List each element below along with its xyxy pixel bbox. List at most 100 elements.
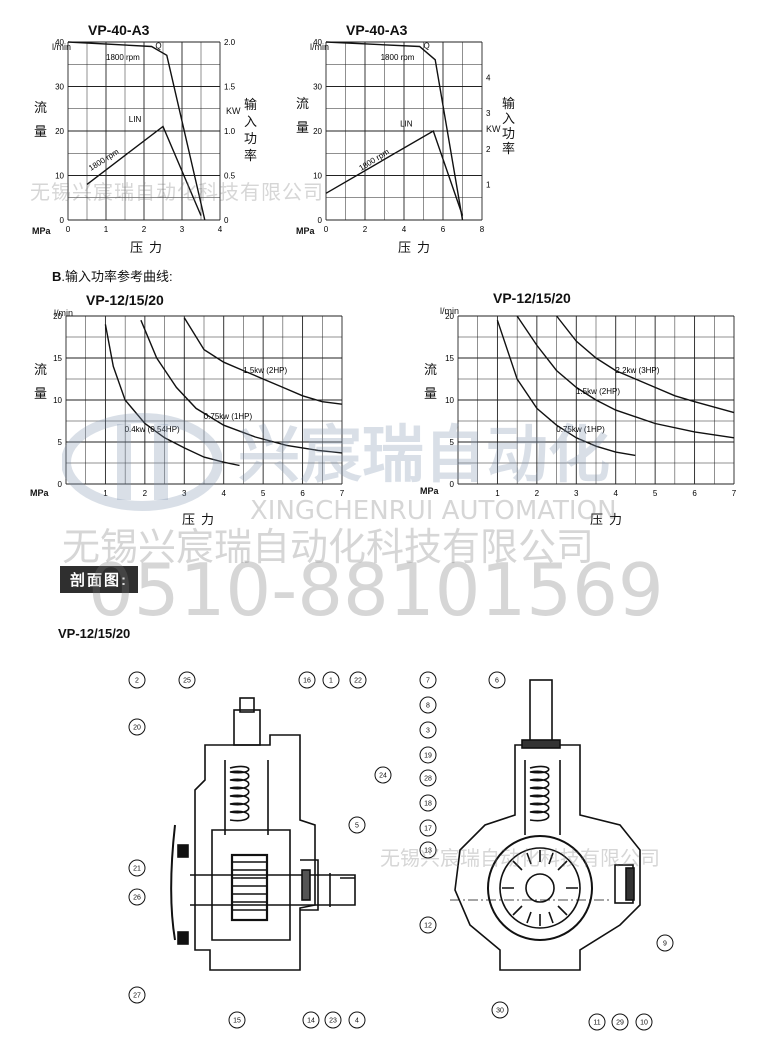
chart2-title: VP-40-A3: [346, 22, 408, 38]
x-tick-label: 2: [535, 489, 540, 498]
callout-circle: [419, 916, 437, 934]
x-tick-label: 1: [104, 225, 109, 234]
callout-circle: [419, 721, 437, 739]
chart-annotation: Q: [155, 42, 161, 51]
chart4-ylabel: 流量: [424, 362, 438, 401]
y-tick-label: 15: [53, 354, 62, 363]
callout-circle: [128, 888, 146, 906]
chart-annotation: 1800 rpm: [357, 147, 391, 173]
callout-circle: [419, 769, 437, 787]
chart1-xlabel: 压力: [130, 240, 169, 255]
callout-circle: [419, 819, 437, 837]
callout-circle: [491, 1001, 509, 1019]
callout-label: 18: [424, 801, 432, 808]
callout-label: 8: [426, 703, 430, 710]
section-b-text: .输入功率参考曲线:: [61, 269, 173, 284]
section-view-model: VP-12/15/20: [58, 626, 131, 641]
y-tick-label: 0: [58, 480, 63, 489]
callout-label: 20: [133, 725, 141, 732]
watermark-phone: 0510-88101569: [88, 548, 664, 632]
x-tick-label: 4: [402, 225, 407, 234]
callout-circle: [374, 766, 392, 784]
callout-circle: [348, 1011, 366, 1029]
x-tick-label: 3: [180, 225, 185, 234]
x-tick-label: 0: [324, 225, 329, 234]
callout-circle: [588, 1013, 606, 1031]
x-tick-label: 5: [653, 489, 658, 498]
chart4-title: VP-12/15/20: [493, 290, 571, 306]
y-tick-label: 20: [55, 127, 64, 136]
y2-tick-label: 1.0: [224, 127, 236, 136]
y-tick-label: 0: [60, 216, 65, 225]
y2-tick-label: 2: [486, 145, 491, 154]
callout-label: 26: [133, 895, 141, 902]
chart2-ylabel: 流量: [296, 96, 310, 135]
callout-label: 14: [307, 1018, 315, 1025]
chart2-yunit: l/min: [310, 42, 330, 52]
y2-tick-label: 2.0: [224, 38, 236, 47]
x-tick-label: 2: [363, 225, 368, 234]
series-label: 1.5kw (2HP): [576, 387, 620, 396]
series-line: [86, 125, 202, 216]
callout-label: 28: [424, 776, 432, 783]
y-tick-label: 30: [55, 83, 64, 92]
x-tick-label: 4: [221, 489, 226, 498]
y-tick-label: 40: [313, 38, 322, 47]
chart-annotation: LIN: [400, 120, 413, 129]
series-line: [516, 315, 735, 439]
x-tick-label: 6: [300, 489, 305, 498]
series-label: 0.75kw (1HP): [204, 412, 253, 421]
chart4-xunit: MPa: [420, 486, 439, 496]
chart-annotation: 1800 rpm: [106, 53, 140, 62]
watermark-company-en: XINGCHENRUI AUTOMATION: [250, 496, 617, 526]
series-label: 0.75kw (1HP): [556, 425, 605, 434]
x-tick-label: 4: [218, 225, 223, 234]
callout-circle: [128, 718, 146, 736]
x-tick-label: 1: [103, 489, 108, 498]
left-pump-drawing: [170, 697, 356, 971]
chart1-y2unit: KW: [226, 106, 241, 116]
chart1-title: VP-40-A3: [88, 22, 150, 38]
callout-label: 11: [593, 1020, 600, 1027]
right-pump-drawing: [450, 679, 641, 971]
x-tick-label: 6: [692, 489, 697, 498]
y2-tick-label: 1.5: [224, 83, 236, 92]
y-tick-label: 20: [313, 127, 322, 136]
chart-annotation: Q: [424, 42, 430, 51]
callout-circle: [419, 841, 437, 859]
callout-circle: [298, 671, 316, 689]
callout-label: 13: [424, 848, 432, 855]
x-tick-label: 2: [143, 489, 148, 498]
y2-tick-label: 0: [224, 216, 229, 225]
callout-circle: [419, 696, 437, 714]
y-tick-label: 5: [450, 438, 455, 447]
chart4-xlabel: 压力: [590, 512, 629, 527]
watermark-company-big: 兴宸瑞自动化: [238, 418, 611, 491]
chart1-ylabel: 流量: [34, 100, 48, 139]
x-tick-label: 2: [142, 225, 147, 234]
callout-circle: [349, 671, 367, 689]
series-line: [496, 319, 636, 457]
callout-circle: [302, 1011, 320, 1029]
chart2-y2label: 输入功率: [502, 96, 516, 156]
callout-circle: [178, 671, 196, 689]
chart2-xunit: MPa: [296, 226, 315, 236]
callout-label: 2: [135, 678, 139, 685]
x-tick-label: 5: [261, 489, 266, 498]
x-tick-label: 7: [732, 489, 737, 498]
callout-label: 30: [496, 1008, 504, 1015]
callout-label: 15: [233, 1018, 241, 1025]
chart-annotation: 1800 rpm: [87, 147, 121, 173]
y2-tick-label: 4: [486, 74, 491, 83]
series-line: [67, 41, 206, 221]
callout-circle: [128, 671, 146, 689]
callout-label: 6: [495, 678, 499, 685]
callout-label: 16: [303, 678, 311, 685]
x-tick-label: 7: [340, 489, 345, 498]
watermark-logo: [62, 413, 222, 511]
y-tick-label: 10: [55, 172, 64, 181]
chart1-y2label: 输入功率: [244, 97, 258, 163]
